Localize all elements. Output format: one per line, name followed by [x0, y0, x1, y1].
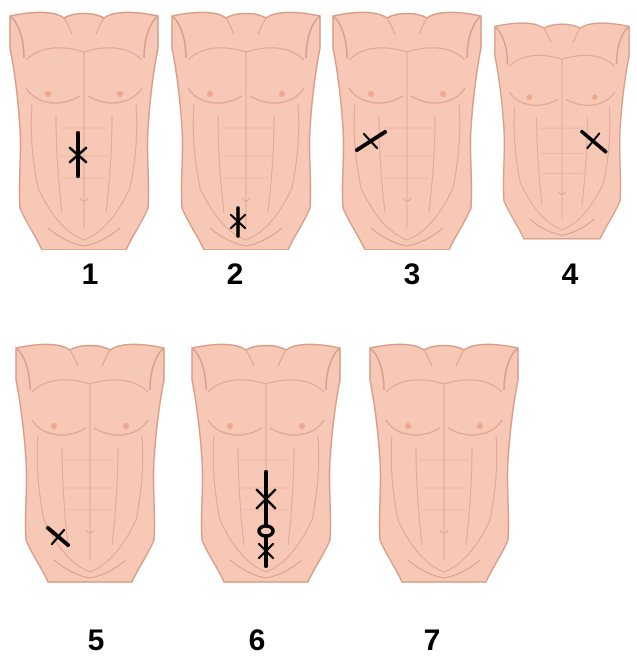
panel-label-4: 4 — [550, 260, 590, 290]
incision-right-subcostal — [331, 8, 483, 250]
incision-periumbilical-midline — [190, 336, 342, 586]
torso-panel-1 — [8, 8, 160, 250]
panel-label-7: 7 — [412, 626, 452, 656]
torso-panel-3 — [331, 8, 483, 250]
torso-panel-2 — [170, 8, 322, 250]
panel-label-2: 2 — [215, 260, 255, 290]
incision-upper-midline — [8, 8, 160, 250]
panel-label-1: 1 — [70, 260, 110, 290]
torso-panel-7 — [368, 336, 520, 586]
incision-lower-midline — [170, 8, 322, 250]
torso-figure — [368, 336, 520, 586]
panel-label-6: 6 — [237, 626, 277, 656]
panel-label-5: 5 — [76, 626, 116, 656]
panel-label-3: 3 — [392, 260, 432, 290]
incision-right-lower — [14, 336, 166, 586]
incision-left-subcostal — [493, 8, 631, 250]
torso-panel-5 — [14, 336, 166, 586]
torso-panel-4 — [493, 8, 631, 250]
torso-panel-6 — [190, 336, 342, 586]
